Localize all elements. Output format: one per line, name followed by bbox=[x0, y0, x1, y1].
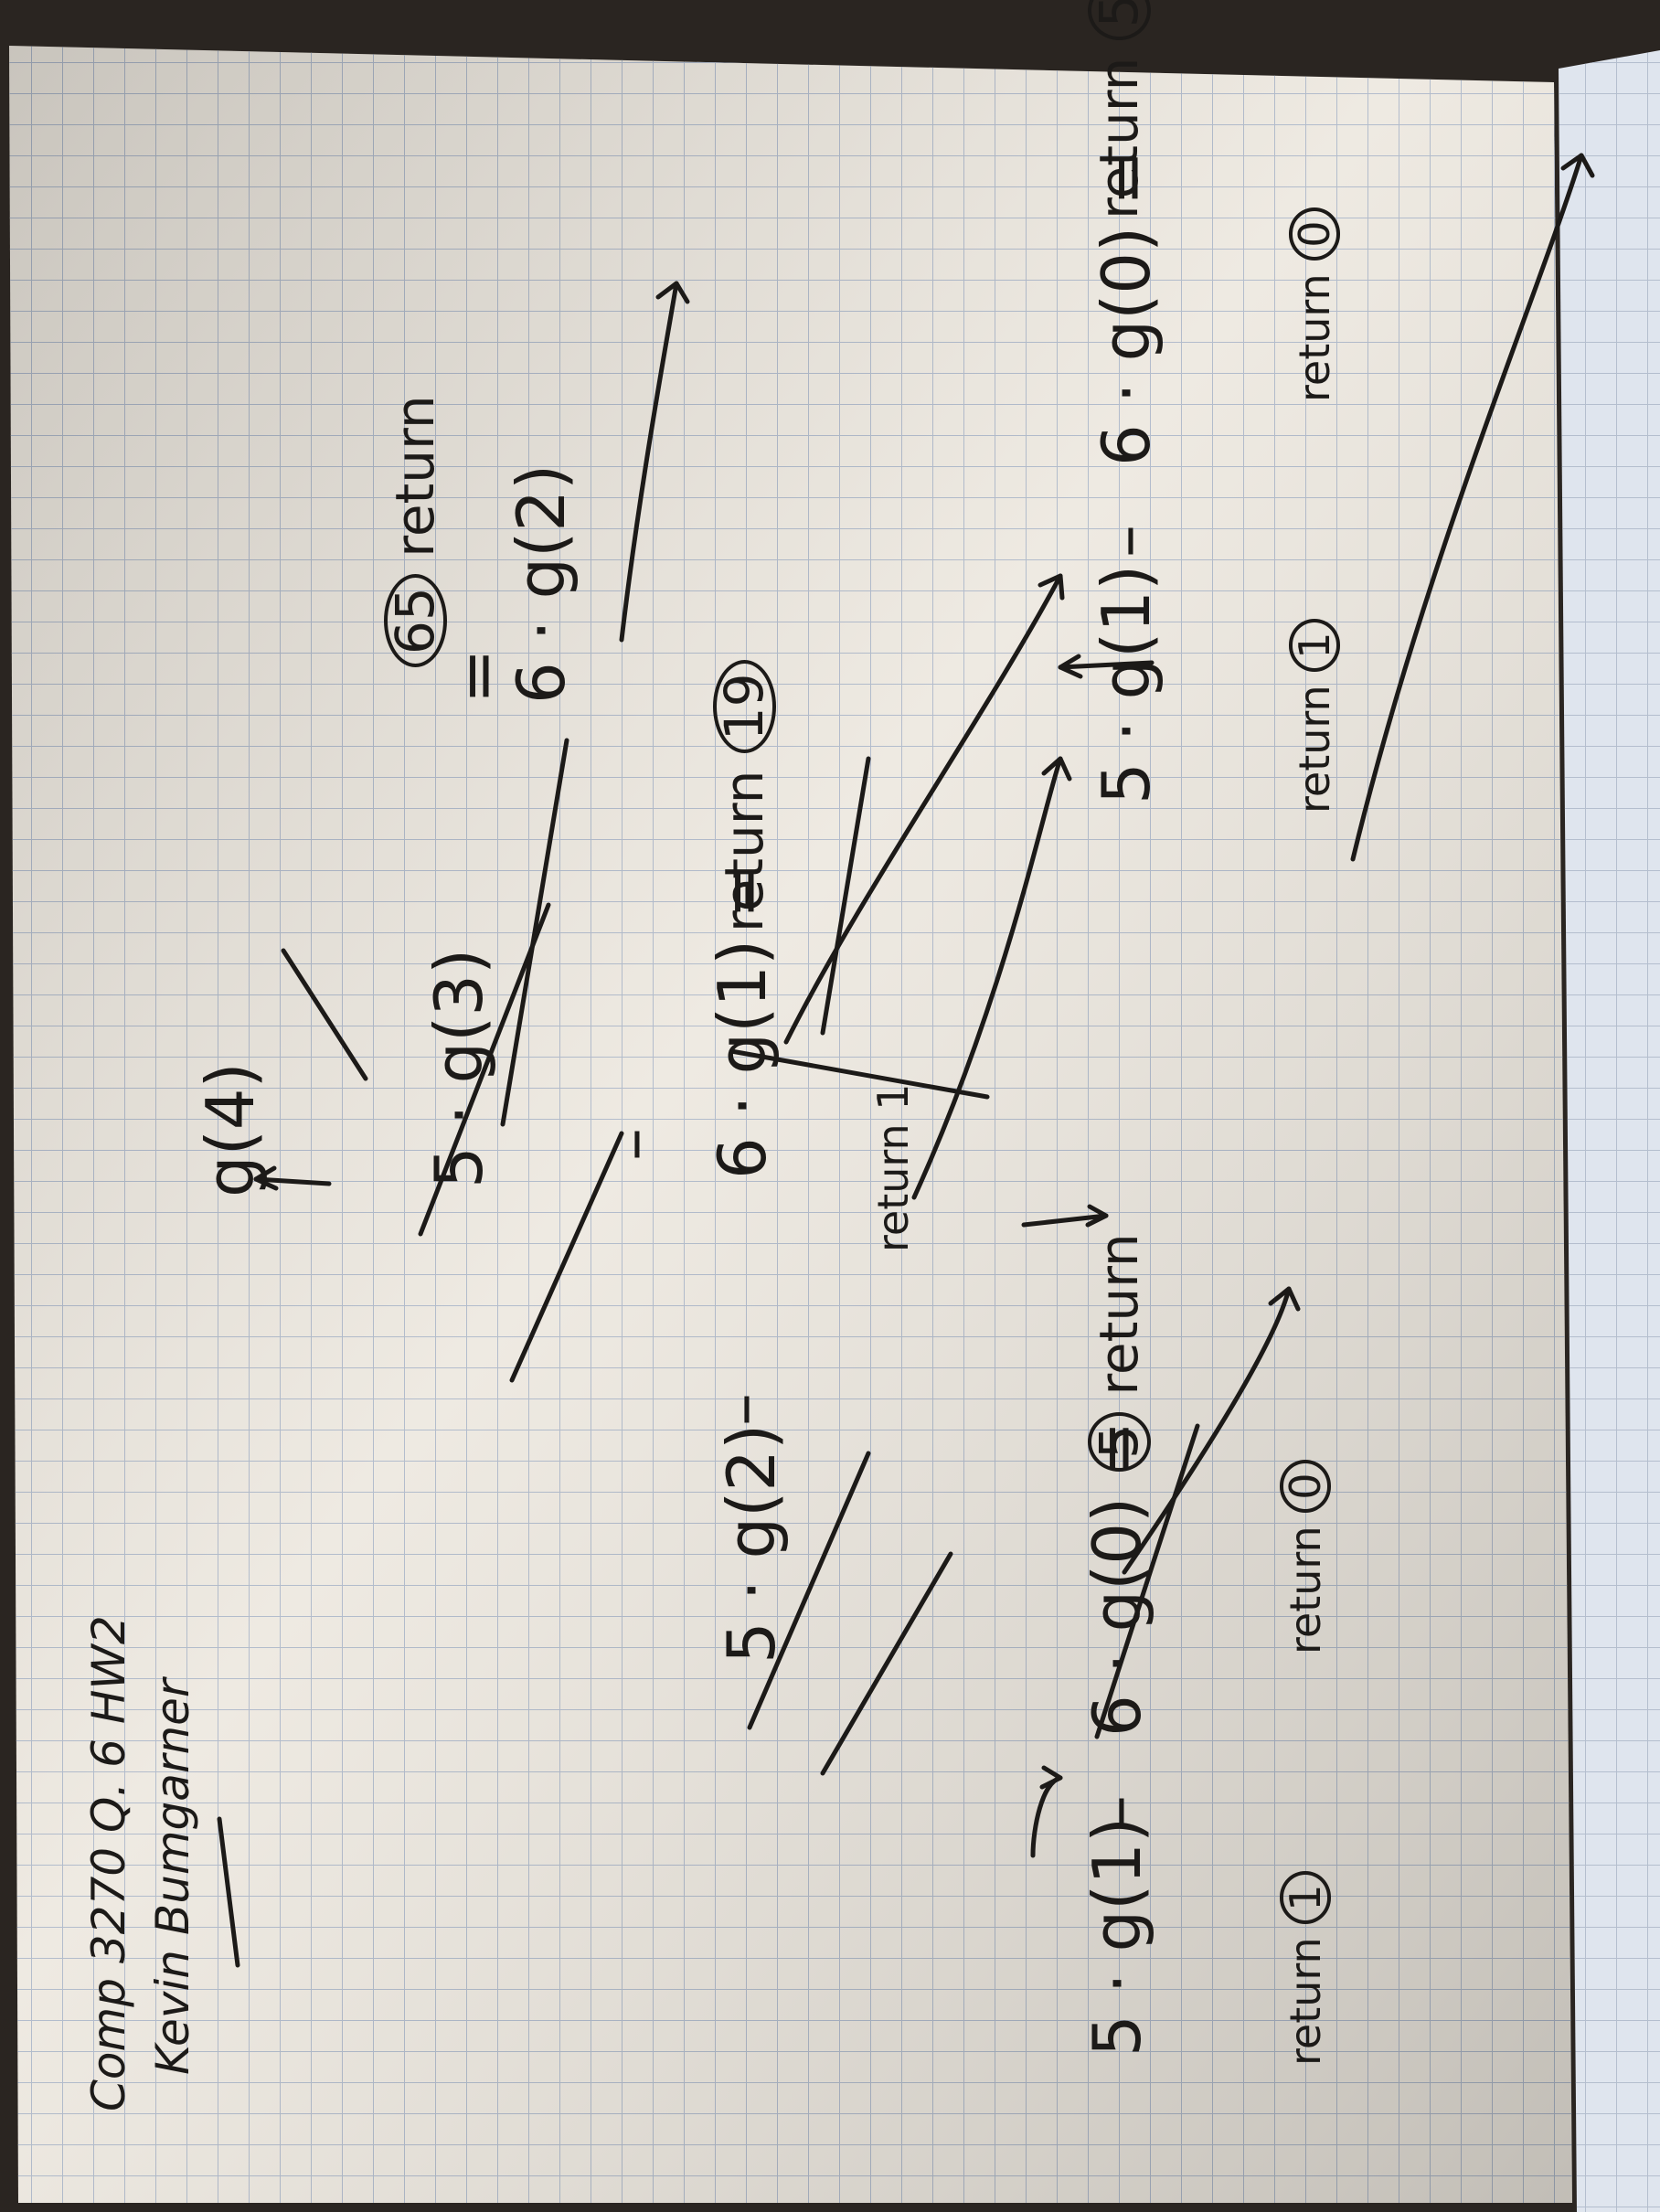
root-call: g(4) bbox=[192, 1062, 269, 1197]
right-branch-result: return 5 bbox=[1088, 0, 1151, 219]
level1-minus: – bbox=[594, 1128, 671, 1161]
level1-result: 65 return bbox=[384, 395, 447, 667]
handwritten-notes: Comp 3270 Q. 6 HW2 Kevin Bumgarner bbox=[73, 0, 1645, 2130]
level3-result: 5 return bbox=[1088, 1233, 1151, 1472]
level3-under-right-circle: 0 bbox=[1280, 1460, 1332, 1513]
right-branch-result-circle: 5 bbox=[1088, 0, 1151, 41]
level3-under-right-prefix: return bbox=[1281, 1526, 1330, 1654]
level2-under-right: return 1 bbox=[868, 1083, 918, 1252]
tree-strokes bbox=[217, 153, 1595, 1968]
level2-result-circle: 19 bbox=[713, 660, 776, 754]
level1-equals: = bbox=[439, 648, 516, 704]
right-branch-under-left-prefix: return bbox=[1290, 685, 1339, 814]
level2-result: return 19 bbox=[713, 660, 776, 932]
level3-left-term: 5 · g(1) bbox=[1079, 1816, 1155, 2057]
level3-result-circle: 5 bbox=[1088, 1412, 1151, 1472]
right-branch-under-right: return 0 bbox=[1289, 207, 1341, 402]
level2-return-prefix: return bbox=[713, 770, 775, 932]
right-branch-under-right-circle: 0 bbox=[1289, 207, 1341, 261]
right-branch-under-left: return 1 bbox=[1289, 619, 1341, 814]
level3-under-left-prefix: return bbox=[1281, 1937, 1330, 2066]
right-branch-return-prefix: return bbox=[1088, 57, 1150, 219]
level2-left-term: 5 · g(2) bbox=[713, 1423, 790, 1664]
right-branch-left-term: 5 · g(1) bbox=[1088, 564, 1165, 804]
level1-result-circle: 65 bbox=[384, 574, 447, 667]
right-branch-under-right-prefix: return bbox=[1290, 273, 1339, 402]
level2-minus: – bbox=[704, 1393, 781, 1426]
level1-left-term: 5 · g(3) bbox=[420, 948, 497, 1188]
right-branch-under-left-circle: 1 bbox=[1289, 619, 1341, 672]
level3-under-left-circle: 1 bbox=[1280, 1871, 1332, 1924]
level3-under-right: return 0 bbox=[1280, 1460, 1332, 1654]
level3-under-left: return 1 bbox=[1280, 1871, 1332, 2066]
level1-result-suffix: return bbox=[384, 395, 446, 558]
level3-minus: – bbox=[1079, 1795, 1155, 1828]
right-branch-minus: – bbox=[1088, 525, 1165, 558]
level3-result-suffix: return bbox=[1088, 1233, 1150, 1396]
